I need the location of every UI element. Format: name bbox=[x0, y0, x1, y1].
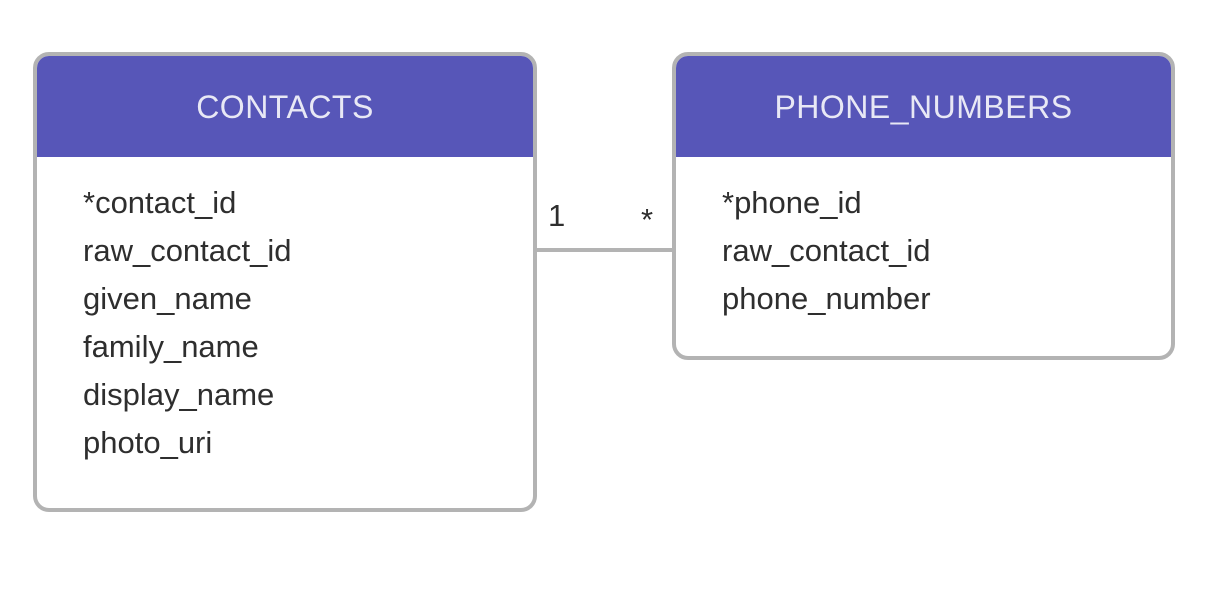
entity-phone-numbers[interactable]: PHONE_NUMBERS *phone_id raw_contact_id p… bbox=[672, 52, 1175, 360]
cardinality-label-many: * bbox=[641, 202, 654, 237]
cardinality-label-one: 1 bbox=[548, 198, 566, 233]
entity-phone-numbers-attributes: *phone_id raw_contact_id phone_number bbox=[676, 157, 1171, 323]
entity-phone-numbers-title: PHONE_NUMBERS bbox=[676, 56, 1171, 157]
entity-contacts-title: CONTACTS bbox=[37, 56, 533, 157]
entity-contacts-attributes: *contact_id raw_contact_id given_name fa… bbox=[37, 157, 533, 467]
attribute-row: raw_contact_id bbox=[722, 233, 931, 268]
attribute-row: family_name bbox=[83, 329, 259, 364]
attribute-row: photo_uri bbox=[83, 425, 213, 460]
attribute-row: *contact_id bbox=[83, 185, 237, 220]
attribute-row: raw_contact_id bbox=[83, 233, 292, 268]
attribute-row: display_name bbox=[83, 377, 275, 412]
entity-contacts[interactable]: CONTACTS *contact_id raw_contact_id give… bbox=[33, 52, 537, 512]
relationship-connector-line bbox=[537, 248, 672, 252]
attribute-row: *phone_id bbox=[722, 185, 862, 220]
attribute-row: given_name bbox=[83, 281, 252, 316]
attribute-row: phone_number bbox=[722, 281, 931, 316]
